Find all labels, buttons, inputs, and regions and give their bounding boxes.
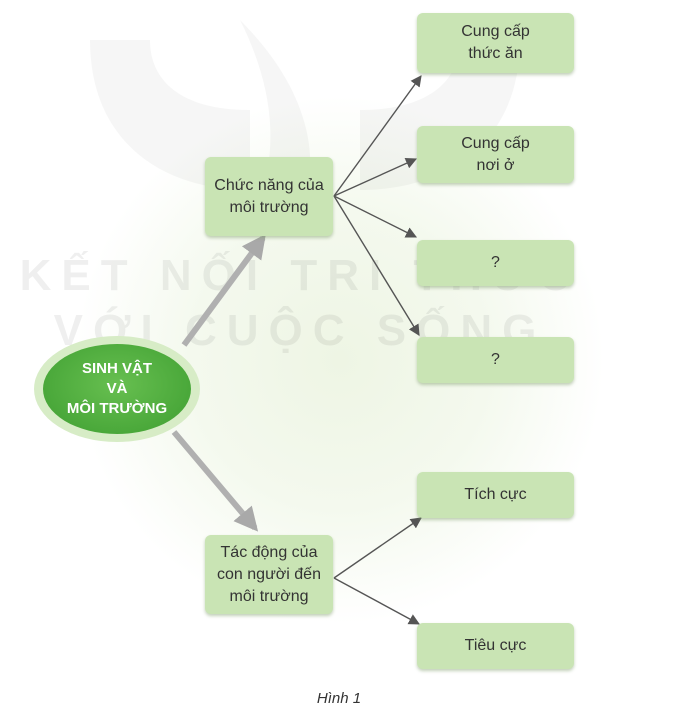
unknown-function-node-2-label: ? <box>491 351 500 368</box>
unknown-function-node-1: ? <box>417 240 574 286</box>
arrow-functions-to-unknown-2 <box>333 195 420 336</box>
arrow-impact-to-negative <box>333 577 420 625</box>
shelter-supply-node: Cung cấp nơi ở <box>417 126 574 183</box>
positive-impact-node: Tích cực <box>417 472 574 518</box>
central-topic-inner: SINH VẬT VÀ MÔI TRƯỜNG <box>43 344 191 434</box>
negative-impact-node-label: Tiêu cực <box>464 637 527 654</box>
central-topic-label: SINH VẬT VÀ MÔI TRƯỜNG <box>66 360 168 417</box>
arrow-functions-to-unknown-1 <box>333 195 418 238</box>
negative-impact-node: Tiêu cực <box>417 623 574 669</box>
functions-node-label: Chức năng của môi trường <box>214 176 324 216</box>
shelter-supply-node-label: Cung cấp nơi ở <box>461 134 530 174</box>
functions-node: Chức năng của môi trường <box>205 157 333 236</box>
human-impact-node-label: Tác động của con người đến môi trường <box>217 543 321 605</box>
unknown-function-node-2: ? <box>417 337 574 383</box>
arrow-center-to-human-impact <box>171 430 259 532</box>
food-supply-node-label: Cung cấp thức ăn <box>461 23 530 62</box>
arrow-functions-to-shelter <box>333 158 418 197</box>
figure-caption: Hình 1 <box>316 690 362 707</box>
arrow-center-to-functions <box>181 234 266 347</box>
positive-impact-node-label: Tích cực <box>464 486 527 503</box>
arrow-functions-to-food <box>333 75 422 197</box>
arrow-impact-to-positive <box>333 517 422 579</box>
unknown-function-node-1-label: ? <box>491 254 500 271</box>
human-impact-node: Tác động của con người đến môi trường <box>205 535 333 614</box>
central-topic-node: SINH VẬT VÀ MÔI TRƯỜNG <box>34 336 200 442</box>
food-supply-node: Cung cấp thức ăn <box>417 13 574 73</box>
